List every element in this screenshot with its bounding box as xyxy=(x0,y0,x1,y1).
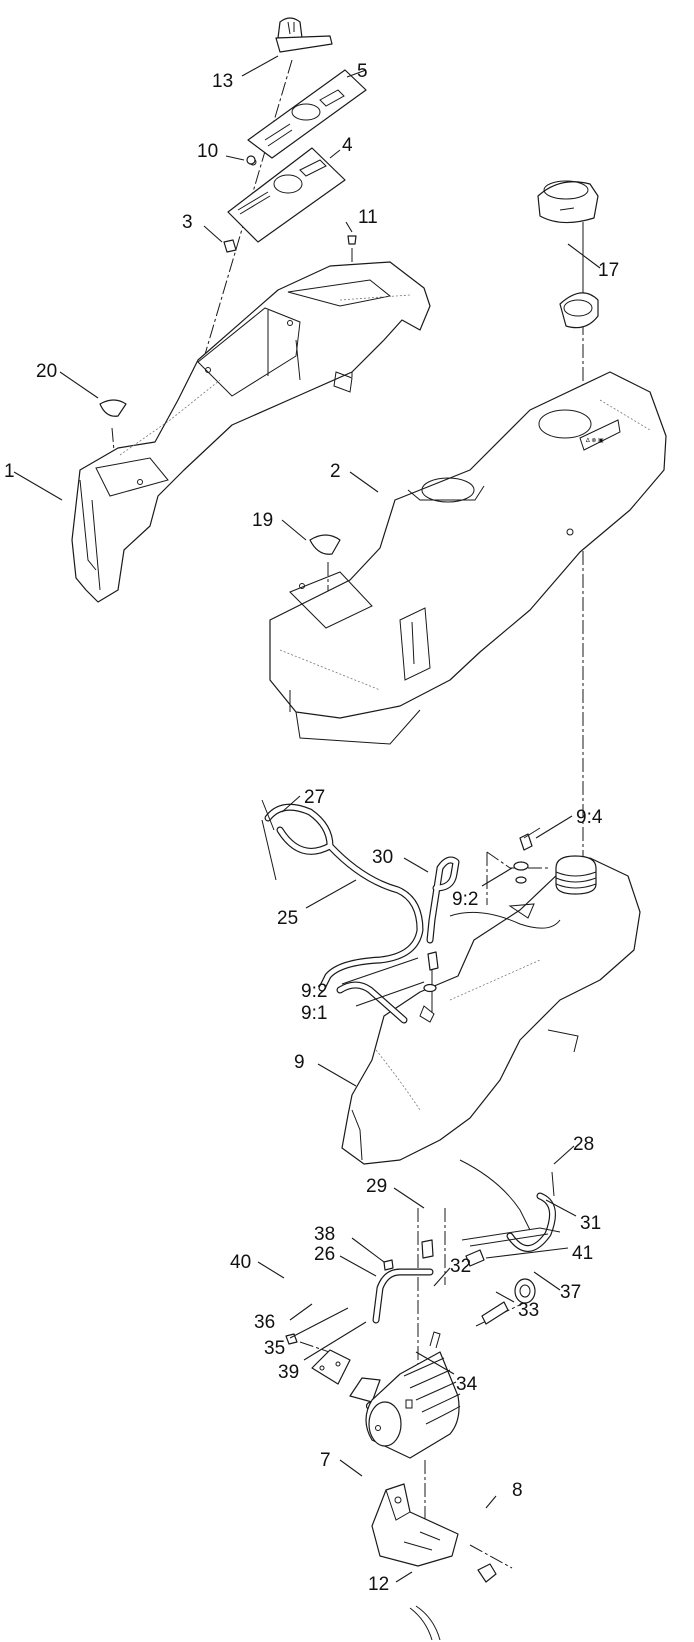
fitting-41 xyxy=(465,1249,485,1267)
callout-4: 4 xyxy=(342,135,353,156)
hose-25 xyxy=(261,799,424,992)
callout-9-2-mid: 9:2 xyxy=(301,981,327,1002)
clip-38 xyxy=(383,1259,394,1271)
fuel-tank-9 xyxy=(341,855,641,1165)
bracket-7 xyxy=(371,1483,459,1567)
callout-27: 27 xyxy=(304,787,325,808)
callout-41: 41 xyxy=(572,1243,593,1264)
grommet-9-2-top xyxy=(513,861,529,884)
callout-34: 34 xyxy=(456,1374,478,1395)
shift-knob-13 xyxy=(275,17,333,53)
console-cover-4 xyxy=(227,147,346,243)
callout-9-4: 9:4 xyxy=(576,807,603,828)
canister-34 xyxy=(365,1331,461,1459)
callout-19: 19 xyxy=(252,510,273,531)
assembly-line-bolt-8 xyxy=(469,1544,513,1569)
callout-9-2-top: 9:2 xyxy=(452,889,478,910)
hose-26 xyxy=(372,1268,434,1324)
callout-10: 10 xyxy=(197,141,218,162)
callout-25: 25 xyxy=(277,908,298,929)
line-28 xyxy=(506,1171,556,1252)
screw-10 xyxy=(246,155,256,165)
leader-lines xyxy=(13,55,601,1583)
callout-33: 33 xyxy=(518,1300,539,1321)
fitting-9-4 xyxy=(519,827,541,851)
callout-32: 32 xyxy=(450,1256,471,1277)
callout-35: 35 xyxy=(264,1338,285,1359)
callout-20: 20 xyxy=(36,361,57,382)
callout-1: 1 xyxy=(4,461,15,482)
callout-28: 28 xyxy=(573,1134,594,1155)
callout-29: 29 xyxy=(366,1176,387,1197)
callout-39: 39 xyxy=(278,1362,299,1383)
screw-11 xyxy=(347,235,357,245)
callout-7: 7 xyxy=(320,1450,331,1471)
callout-30: 30 xyxy=(372,847,393,868)
clip-nut-3 xyxy=(223,239,237,253)
console-plate-5 xyxy=(247,69,367,159)
tube-33 xyxy=(481,1301,509,1325)
callout-31: 31 xyxy=(580,1213,601,1234)
fuel-cap-17 xyxy=(537,180,599,329)
callout-26: 26 xyxy=(314,1244,335,1265)
callout-3: 3 xyxy=(182,212,193,233)
assembly-line-tank-bottom xyxy=(417,1208,446,1420)
callout-labels: 13 5 10 4 3 11 17 20 1 2 19 27 9:4 30 9:… xyxy=(4,61,619,1595)
callout-37: 37 xyxy=(560,1282,581,1303)
callout-9-1: 9:1 xyxy=(301,1003,327,1024)
line-31 xyxy=(459,1159,561,1247)
grommet-9-2-mid xyxy=(423,983,437,993)
fitting-29 xyxy=(421,1239,434,1259)
callout-8: 8 xyxy=(512,1480,523,1501)
callout-38: 38 xyxy=(314,1224,335,1245)
hose-12 xyxy=(409,1605,441,1641)
console-1 xyxy=(71,261,431,603)
shroud-decal-text: ∆ ⊗ ▣ xyxy=(586,437,604,444)
nut-40 xyxy=(285,1333,298,1345)
callout-5: 5 xyxy=(357,61,368,82)
decal-19 xyxy=(309,534,341,555)
plate-36 xyxy=(311,1349,351,1385)
assembly-line-vent-fitting xyxy=(486,851,550,905)
cap-37 xyxy=(514,1278,536,1304)
callout-9: 9 xyxy=(294,1052,305,1073)
vent-tube xyxy=(336,911,561,1024)
callout-2: 2 xyxy=(330,461,341,482)
callout-17: 17 xyxy=(598,260,619,281)
decal-20 xyxy=(99,399,127,417)
shroud-2: ∆ ⊗ ▣ xyxy=(269,371,667,745)
hose-30 xyxy=(426,856,460,944)
bracket-35 xyxy=(349,1377,381,1403)
callout-12: 12 xyxy=(368,1574,389,1595)
callout-36: 36 xyxy=(254,1312,275,1333)
bolt-8 xyxy=(477,1563,497,1583)
callout-11: 11 xyxy=(358,207,378,228)
callout-40: 40 xyxy=(230,1252,251,1273)
callout-13: 13 xyxy=(212,71,233,92)
